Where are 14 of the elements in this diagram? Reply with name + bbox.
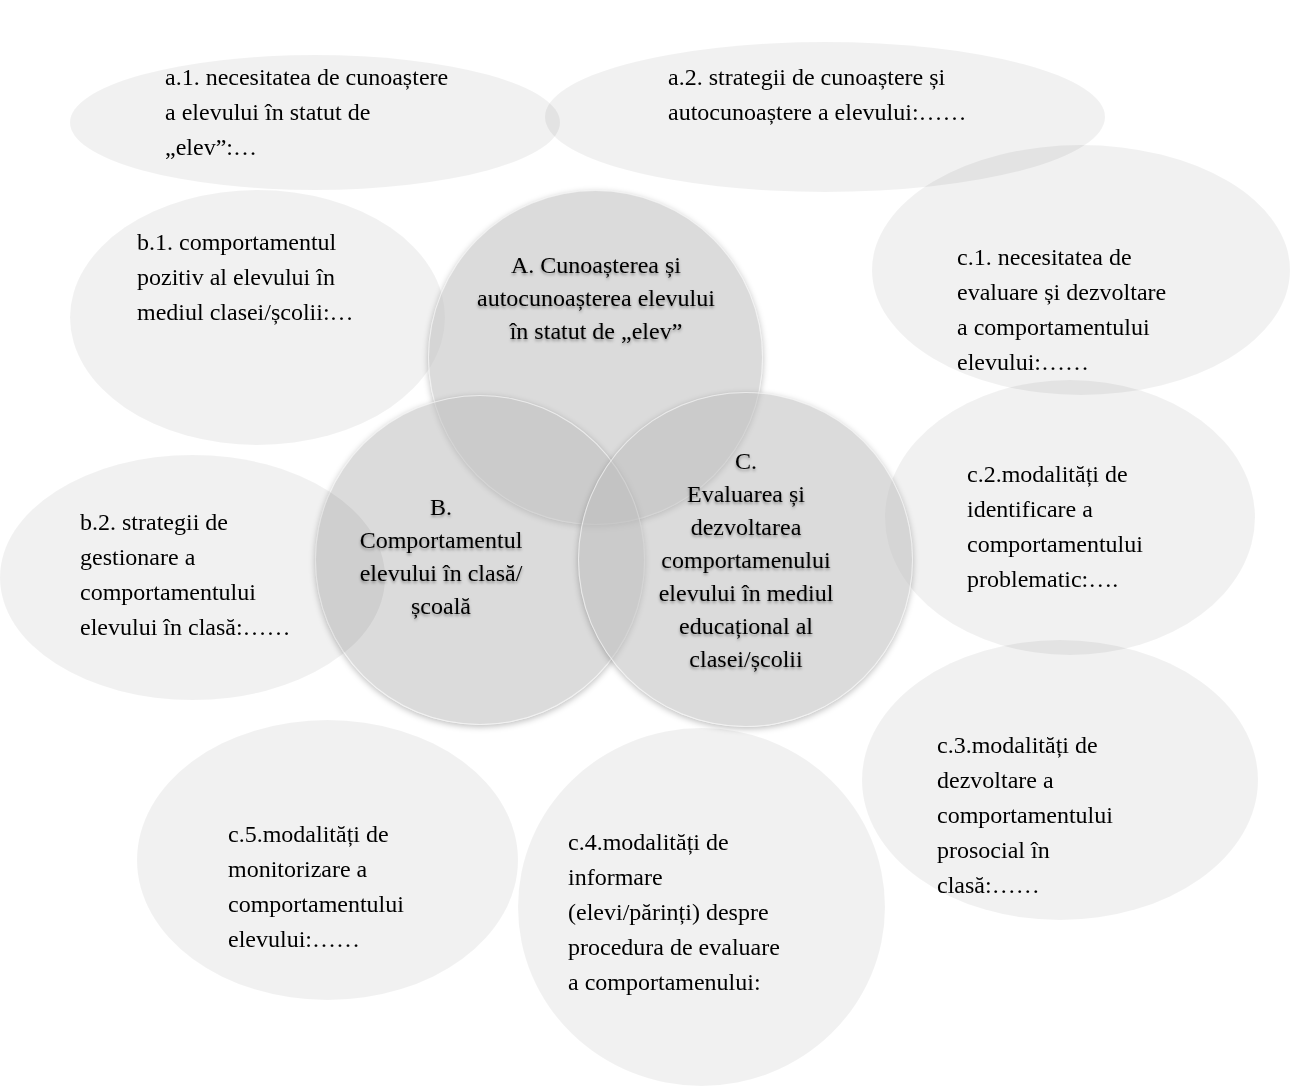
ellipse-text: a.2. strategii de cunoaștere și autocunoaștere a elevului:…… (668, 63, 968, 127)
circle-label: Comportamentul elevului în clasă/școală (358, 526, 524, 621)
ellipse-text: c.2.modalități de identificare a comportamentului problematic:…. (967, 460, 1144, 594)
circle-heading: B. (429, 493, 453, 522)
circle-heading: C. (734, 447, 758, 476)
ellipse-text: c.1. necesitatea de evaluare și dezvoltare a comportamentului elevului:…… (957, 243, 1168, 377)
circle-label: Evaluarea și dezvoltarea comportamenului elevului în mediul educațional al clasei/școlii (657, 480, 835, 674)
circle-label: A. Cunoașterea și autocunoașterea elevului în statut de „elev” (476, 251, 716, 346)
ellipse-text: c.3.modalități de dezvoltare a comportamentului prosocial în clasă:…… (937, 731, 1114, 900)
ellipse-text: b.1. comportamentul pozitiv al elevului în mediul clasei/școlii:… (137, 228, 355, 327)
ellipse-text: a.1. necesitatea de cunoaștere a elevului în statut de „elev”:… (165, 63, 450, 162)
ellipse-text: c.4.modalități de informare (elevi/părinți) despre procedura de evaluare a comportamenului: (568, 828, 781, 997)
ellipse-text: c.5.modalități de monitorizare a comportamentului elevului:…… (228, 820, 405, 954)
ellipse-text: b.2. strategii de gestionare a comportamentului elevului în clasă:…… (80, 508, 292, 642)
